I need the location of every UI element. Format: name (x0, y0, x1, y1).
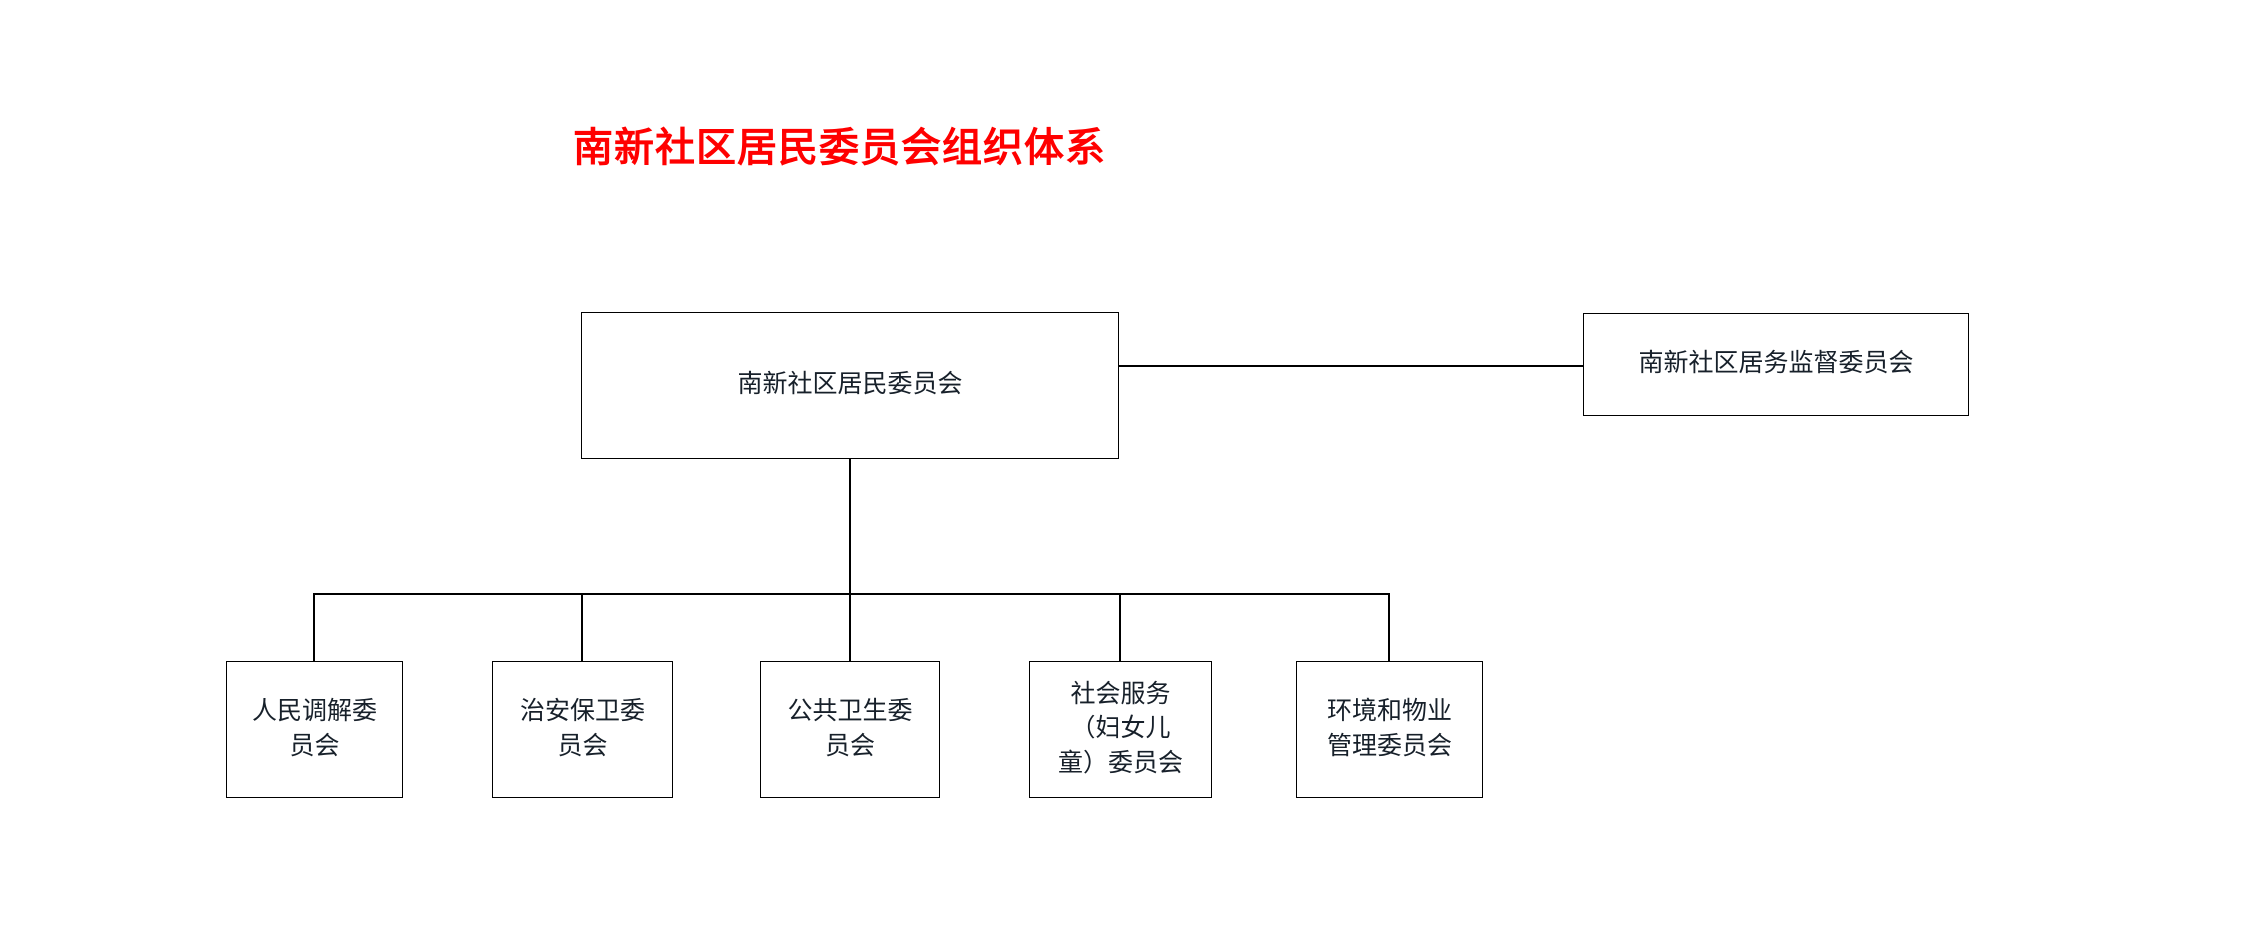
page-title: 南新社区居民委员会组织体系 (573, 125, 1106, 170)
org-node-child-3[interactable]: 社会服务 （妇女儿 童）委员会 (1029, 661, 1212, 798)
org-node-supervisor-label: 南新社区居务监督委员会 (1638, 350, 1914, 378)
connector-drop-child-2 (849, 593, 851, 662)
org-node-child-4-label: 环境和物业 管理委员会 (1326, 698, 1452, 760)
connector-drop-child-0 (313, 593, 315, 662)
org-node-child-1[interactable]: 治安保卫委 员会 (492, 661, 673, 798)
org-node-child-2-label: 公共卫生委 员会 (787, 698, 913, 760)
org-node-root-label: 南新社区居民委员会 (737, 371, 963, 399)
org-node-child-3-label: 社会服务 （妇女儿 童）委员会 (1057, 680, 1183, 777)
connector-drop-child-3 (1119, 593, 1121, 662)
connector-drop-child-1 (581, 593, 583, 662)
org-node-child-1-label: 治安保卫委 员会 (519, 698, 645, 760)
org-node-child-0[interactable]: 人民调解委 员会 (226, 661, 403, 798)
org-node-child-0-label: 人民调解委 员会 (251, 698, 377, 760)
connector-root-to-supervisor (1118, 365, 1584, 367)
org-node-child-2[interactable]: 公共卫生委 员会 (760, 661, 940, 798)
org-node-child-4[interactable]: 环境和物业 管理委员会 (1296, 661, 1483, 798)
org-node-supervisor[interactable]: 南新社区居务监督委员会 (1583, 313, 1969, 416)
connector-drop-child-4 (1388, 593, 1390, 662)
org-node-root[interactable]: 南新社区居民委员会 (581, 312, 1119, 459)
connector-root-down (849, 458, 851, 595)
connector-horizontal-bus (313, 593, 1389, 595)
